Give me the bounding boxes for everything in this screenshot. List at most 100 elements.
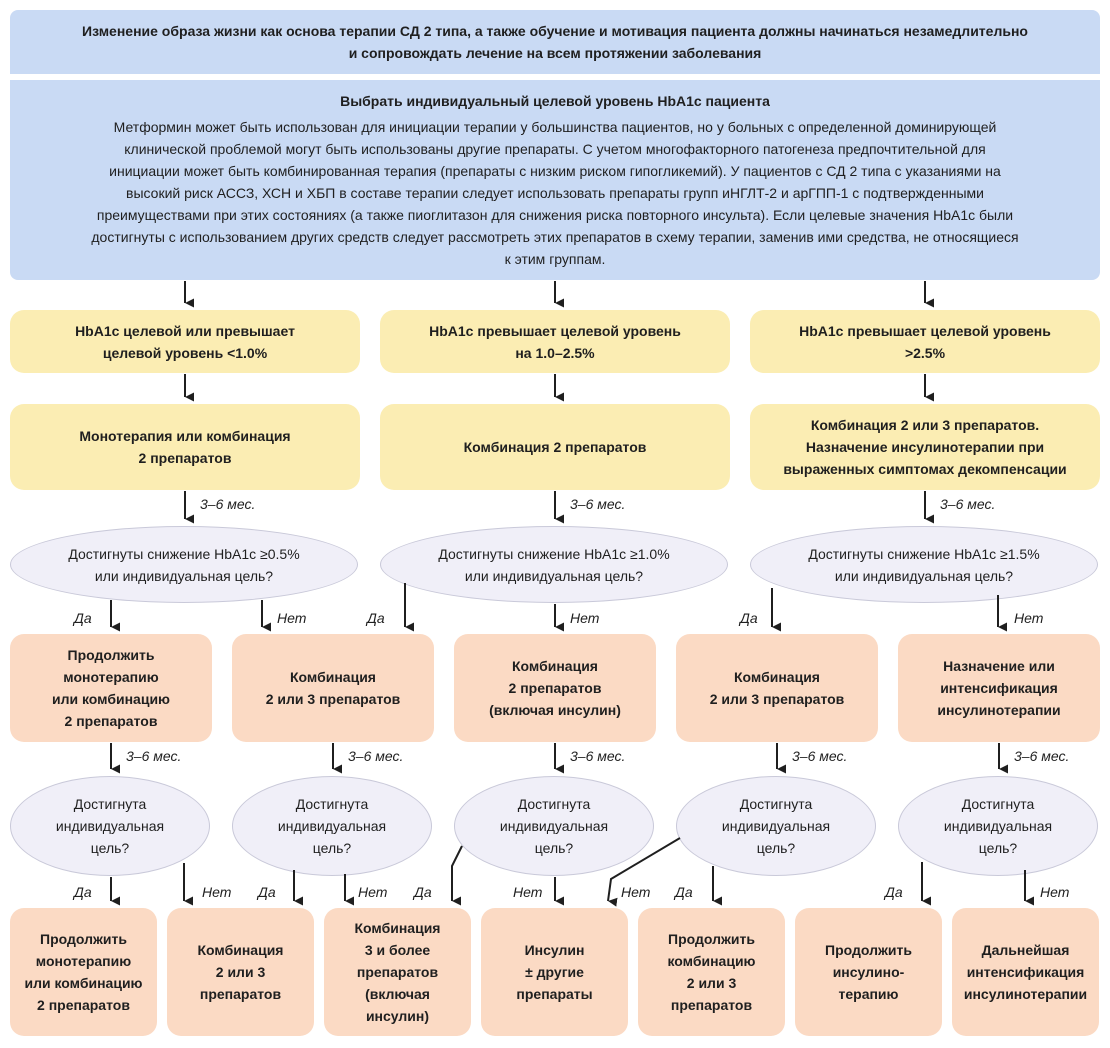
outcome-text: инсулин) — [365, 1008, 430, 1024]
check-text: Достигнута — [739, 796, 813, 812]
outcome-box-6: Продолжить инсулино- терапию — [795, 908, 942, 1036]
target-text-line: инициации может быть комбинированная тер… — [109, 163, 1001, 179]
level-box-mid: HbA1c превышает целевой уровень на 1.0–2… — [380, 310, 730, 373]
step-text: 2 или 3 препаратов — [265, 691, 401, 707]
outcome-text: препаратов — [670, 997, 753, 1013]
step-text: 2 или 3 препаратов — [709, 691, 845, 707]
check-ellipse-4: Достигнута индивидуальная цель? — [676, 776, 876, 876]
therapy-text: Монотерапия или комбинация — [79, 428, 291, 444]
therapy-box-low: Монотерапия или комбинация 2 препаратов — [10, 404, 360, 490]
no-label: Нет — [277, 610, 307, 626]
outcome-text: инсулино- — [832, 964, 905, 980]
check-ellipse-2: Достигнута индивидуальная цель? — [232, 776, 432, 876]
level-box-low: HbA1c целевой или превышает целевой уров… — [10, 310, 360, 373]
level-text: HbA1c целевой или превышает — [75, 322, 295, 339]
check-text: индивидуальная — [499, 818, 609, 834]
step-box-5: Назначение или интенсификация инсулиноте… — [898, 634, 1100, 742]
no-label: Нет — [1040, 884, 1070, 900]
check-text: индивидуальная — [943, 818, 1053, 834]
outcome-text: или комбинацию — [24, 975, 143, 991]
therapy-text: Комбинация 2 препаратов — [463, 439, 647, 455]
outcome-text: Инсулин — [524, 942, 585, 958]
question-text: или индивидуальная цель? — [464, 567, 644, 584]
therapy-box-high: Комбинация 2 или 3 препаратов. Назначени… — [750, 404, 1100, 490]
step-text: (включая инсулин) — [489, 702, 621, 718]
step-text: Комбинация — [734, 669, 820, 685]
outcome-text: терапию — [838, 986, 899, 1002]
no-label: Нет — [1014, 610, 1044, 626]
interval-label: 3–6 мес. — [200, 496, 256, 512]
outcome-text: комбинацию — [667, 953, 756, 969]
step-text: Комбинация — [512, 658, 598, 674]
outcome-text: инсулинотерапии — [963, 986, 1088, 1002]
interval-label: 3–6 мес. — [570, 748, 626, 764]
check-ellipse-1: Достигнута индивидуальная цель? — [10, 776, 210, 876]
step-text: 2 препаратов — [64, 713, 158, 729]
interval-label: 3–6 мес. — [348, 748, 404, 764]
no-label: Нет — [570, 610, 600, 626]
question-ellipse-low: Достигнуты снижение HbA1c ≥0.5% или инди… — [10, 526, 358, 603]
question-text: Достигнуты снижение HbA1c ≥1.5% — [808, 545, 1040, 562]
question-text: Достигнуты снижение HbA1c ≥1.0% — [438, 545, 670, 562]
outcome-text: Продолжить — [40, 931, 127, 947]
therapy-text: Комбинация 2 или 3 препаратов. — [810, 417, 1040, 433]
outcome-text: 2 или 3 — [215, 964, 266, 980]
yes-label: Да — [367, 610, 385, 626]
outcome-box-7: Дальнейшая интенсификация инсулинотерапи… — [952, 908, 1099, 1036]
check-text: цель? — [312, 840, 352, 856]
outcome-box-5: Продолжить комбинацию 2 или 3 препаратов — [638, 908, 785, 1036]
outcome-box-4: Инсулин ± другие препараты — [481, 908, 628, 1036]
target-title: Выбрать индивидуальный целевой уровень H… — [340, 93, 770, 109]
check-text: цель? — [90, 840, 130, 856]
arrow — [607, 837, 681, 907]
outcome-text: Комбинация — [354, 920, 441, 936]
step-text: или комбинацию — [51, 691, 171, 707]
yes-label: Да — [675, 884, 693, 900]
step-box-2: Комбинация 2 или 3 препаратов — [232, 634, 434, 742]
no-label: Нет — [202, 884, 232, 900]
check-text: цель? — [534, 840, 574, 856]
step-text: Продолжить — [67, 647, 155, 663]
yes-label: Да — [740, 610, 758, 626]
check-text: цель? — [756, 840, 796, 856]
step-text: 2 препаратов — [508, 680, 602, 696]
check-ellipse-3: Достигнута индивидуальная цель? — [454, 776, 654, 876]
outcome-text: 3 и более — [364, 942, 431, 958]
yes-label: Да — [414, 884, 432, 900]
check-text: индивидуальная — [277, 818, 387, 834]
therapy-box-mid: Комбинация 2 препаратов — [380, 404, 730, 490]
outcome-text: Продолжить — [825, 942, 912, 958]
check-text: Достигнута — [961, 796, 1035, 812]
level-text: HbA1c превышает целевой уровень — [799, 322, 1051, 339]
check-text: цель? — [978, 840, 1018, 856]
no-label: Нет — [621, 884, 651, 900]
question-text: или индивидуальная цель? — [94, 567, 274, 584]
target-text-line: преимуществами при этих состояниях (а та… — [96, 207, 1014, 223]
outcome-text: Комбинация — [197, 942, 284, 958]
arrow — [451, 845, 463, 906]
interval-label: 3–6 мес. — [1014, 748, 1070, 764]
step-text: Комбинация — [290, 669, 376, 685]
outcome-text: препаратов — [199, 986, 282, 1002]
step-text: инсулинотерапии — [937, 702, 1061, 718]
question-ellipse-high: Достигнуты снижение HbA1c ≥1.5% или инди… — [750, 526, 1098, 603]
header-line-1: Изменение образа жизни как основа терапи… — [82, 23, 1028, 39]
outcome-text: 2 или 3 — [686, 975, 737, 991]
outcome-text: ± другие — [525, 964, 584, 980]
yes-label: Да — [885, 884, 903, 900]
outcome-box-2: Комбинация 2 или 3 препаратов — [167, 908, 314, 1036]
target-text-line: Метформин может быть использован для ини… — [113, 119, 997, 135]
outcome-box-1: Продолжить монотерапию или комбинацию 2 … — [10, 908, 157, 1036]
therapy-text: 2 препаратов — [138, 450, 232, 466]
step-box-1: Продолжить монотерапию или комбинацию 2 … — [10, 634, 212, 742]
target-text-line: к этим группам. — [504, 251, 606, 267]
target-text-line: высокий риск АССЗ, ХСН и ХБП в составе т… — [126, 185, 984, 201]
outcome-box-3: Комбинация 3 и более препаратов (включая… — [324, 908, 471, 1036]
level-text: >2.5% — [904, 344, 946, 361]
outcome-text: монотерапию — [35, 953, 132, 969]
step-text: Назначение или — [943, 658, 1055, 674]
check-text: индивидуальная — [55, 818, 165, 834]
target-text-line: достигнуты с использованием других средс… — [91, 229, 1019, 245]
question-text: или индивидуальная цель? — [834, 567, 1014, 584]
